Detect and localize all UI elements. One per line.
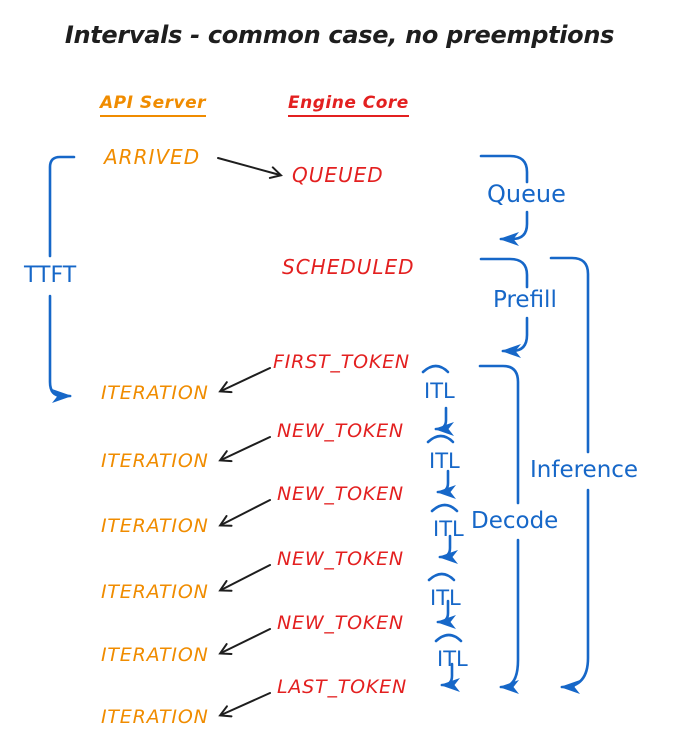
decode-bracket: [478, 364, 520, 694]
queue-bracket: [479, 154, 529, 246]
inference-bracket: [549, 256, 590, 694]
itl-bracket: [434, 633, 463, 692]
itl-interval-label: ITL: [437, 647, 468, 671]
iteration-event-label: ITERATION: [101, 382, 209, 404]
token-to-iteration-arrow: [218, 692, 271, 718]
new-token-event-label: NEW_TOKEN: [277, 548, 404, 570]
token-to-iteration-arrow: [218, 499, 271, 527]
token-to-iteration-arrow: [218, 564, 271, 592]
queued-event-label: QUEUED: [292, 163, 384, 187]
itl-interval-label: ITL: [433, 517, 464, 541]
arrived-to-queued-arrow: [217, 157, 283, 179]
iteration-event-label: ITERATION: [101, 706, 209, 728]
iteration-event-label: ITERATION: [101, 644, 209, 666]
itl-interval-label: ITL: [430, 586, 461, 610]
itl-interval-label: ITL: [424, 379, 455, 403]
itl-bracket: [421, 364, 454, 436]
first-token-event-label: FIRST_TOKEN: [273, 351, 410, 373]
itl-bracket: [427, 572, 456, 629]
token-to-iteration-arrows: [218, 367, 271, 718]
new-token-event-label: NEW_TOKEN: [277, 612, 404, 634]
iteration-event-label: ITERATION: [101, 450, 209, 472]
new-token-event-label: NEW_TOKEN: [277, 420, 404, 442]
token-to-iteration-arrow: [218, 628, 271, 655]
token-to-iteration-arrow: [218, 436, 271, 463]
token-to-iteration-arrow: [218, 367, 271, 394]
prefill-bracket: [479, 257, 529, 358]
iteration-event-label: ITERATION: [101, 581, 209, 603]
scheduled-event-label: SCHEDULED: [282, 255, 415, 279]
last-token-event-label: LAST_TOKEN: [277, 676, 407, 698]
queue-interval-label: Queue: [487, 180, 566, 208]
iteration-event-label: ITERATION: [101, 515, 209, 537]
itl-bracket: [426, 434, 456, 499]
itl-bracket: [430, 503, 459, 564]
new-token-event-label: NEW_TOKEN: [277, 483, 404, 505]
decode-interval-label: Decode: [471, 508, 559, 534]
engine-core-header: Engine Core: [288, 94, 409, 117]
api-server-header: API Server: [100, 94, 207, 117]
ttft-interval-label: TTFT: [24, 263, 77, 288]
itl-interval-label: ITL: [429, 449, 460, 473]
ttft-bracket: [48, 155, 76, 403]
inference-interval-label: Inference: [530, 457, 639, 483]
prefill-interval-label: Prefill: [493, 287, 557, 313]
diagram-title: Intervals - common case, no preemptions: [64, 21, 615, 49]
arrived-event-label: ARRIVED: [104, 145, 201, 169]
